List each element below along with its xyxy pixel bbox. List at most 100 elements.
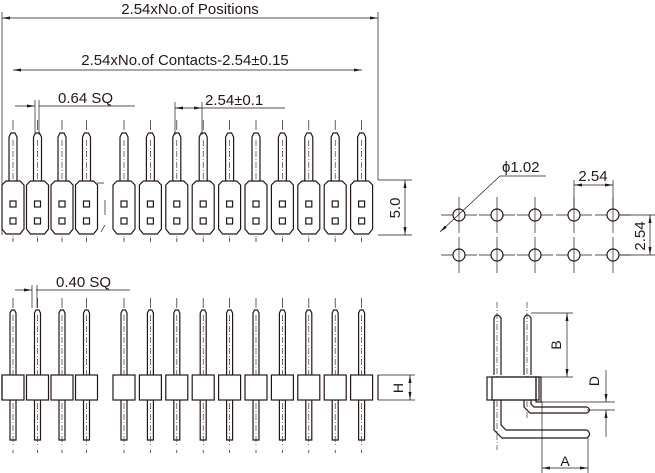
front-pin [270,298,294,453]
contacts-label: 2.54xNo.of Contacts-2.54±0.15 [81,52,289,69]
h-label: H [390,383,406,393]
dimension-hole-pitch-x: 2.54 [573,168,614,208]
a-label: A [560,453,570,469]
dimension-hole-pitch-y: 2.54 [620,214,655,256]
pin-body [32,132,43,181]
top-pin [350,120,374,242]
dimension-housing-height: 5.0 [378,179,412,236]
front-pin [218,298,242,453]
pin-body [81,132,92,181]
pin-square [226,200,234,208]
top-view [1,120,374,242]
pin-square-front-label: 0.40 SQ [56,274,111,291]
housing-cell [1,374,25,401]
pin-square [58,217,66,225]
pin-square [252,200,260,208]
pin-body [225,132,235,181]
pin-body [119,132,129,181]
housing-cell [25,374,50,401]
front-pin [25,298,50,453]
pin-square-top-label: 0.64 SQ [58,90,113,107]
side-pin-rear [493,314,502,375]
pin-square [173,217,181,225]
pin-body [304,132,314,181]
pin-square [146,217,154,225]
front-pin [297,298,321,453]
dimension-h: H [378,374,415,401]
bent-pin-lower [493,400,587,439]
housing-cell [138,374,162,401]
housing-cell [323,374,347,401]
d-label: D [586,376,602,386]
front-pin [191,298,215,453]
pin-square [9,217,17,225]
front-pin [1,298,25,453]
top-pin [1,120,25,242]
housing-cell [74,374,99,401]
pin-square [278,200,286,208]
pin-square [9,200,17,208]
pin-square [33,200,42,208]
pin-square [199,200,207,208]
dimension-hole-diameter: ϕ1.02 [439,159,546,233]
pin-square [173,200,181,208]
top-pin [50,120,74,242]
side-view: B D A [486,302,615,473]
pitch-label: 2.54±0.1 [205,92,263,109]
pcb-hole-pattern [441,197,631,273]
dimension-pin-square-top: 0.64 SQ [15,90,135,135]
top-pin [138,120,162,242]
dimension-pitch: 2.54±0.1 [174,92,285,135]
pin-square [82,217,91,225]
front-pin [323,298,347,453]
pin-body [172,132,182,181]
top-pin [218,120,242,242]
front-pin [244,298,268,453]
pin-square [199,217,207,225]
pin-body [251,132,261,181]
top-pin [244,120,268,242]
front-pin [112,298,136,453]
pin-square [305,217,313,225]
pin-square [358,217,366,225]
break-mark [97,182,106,233]
front-pin [165,298,189,453]
pin-square [120,217,128,225]
pin-body [8,132,18,181]
front-pin [138,298,162,453]
dimension-positions: 2.54xNo.of Positions [1,1,379,235]
housing-height-label: 5.0 [387,198,404,219]
pin-square [358,200,366,208]
pin-square [305,200,313,208]
side-housing-standoff [535,376,542,403]
side-pin-front [523,314,532,375]
positions-label: 2.54xNo.of Positions [121,1,259,18]
housing-cell [191,374,215,401]
dimension-pin-square-front: 0.40 SQ [15,274,130,308]
top-pin [112,120,136,242]
hole-pitch-x-label: 2.54 [578,168,607,185]
front-pin [350,298,374,453]
pin-body [277,132,287,181]
pin-square [146,200,154,208]
top-pin [270,120,294,242]
front-pin [50,298,74,453]
top-pin [165,120,189,242]
housing-cell [270,374,294,401]
pin-square [82,200,91,208]
front-view [1,298,379,453]
pin-tips [586,406,591,439]
pin-body [57,132,67,181]
pin-body [198,132,208,181]
top-pin [323,120,347,242]
pin-square [33,217,42,225]
pin-square [278,217,286,225]
housing-cell [112,374,136,401]
top-pin [74,120,99,242]
top-pin [191,120,215,242]
pin-square [252,217,260,225]
bent-pin-upper [523,400,587,414]
housing-cell [244,374,268,401]
